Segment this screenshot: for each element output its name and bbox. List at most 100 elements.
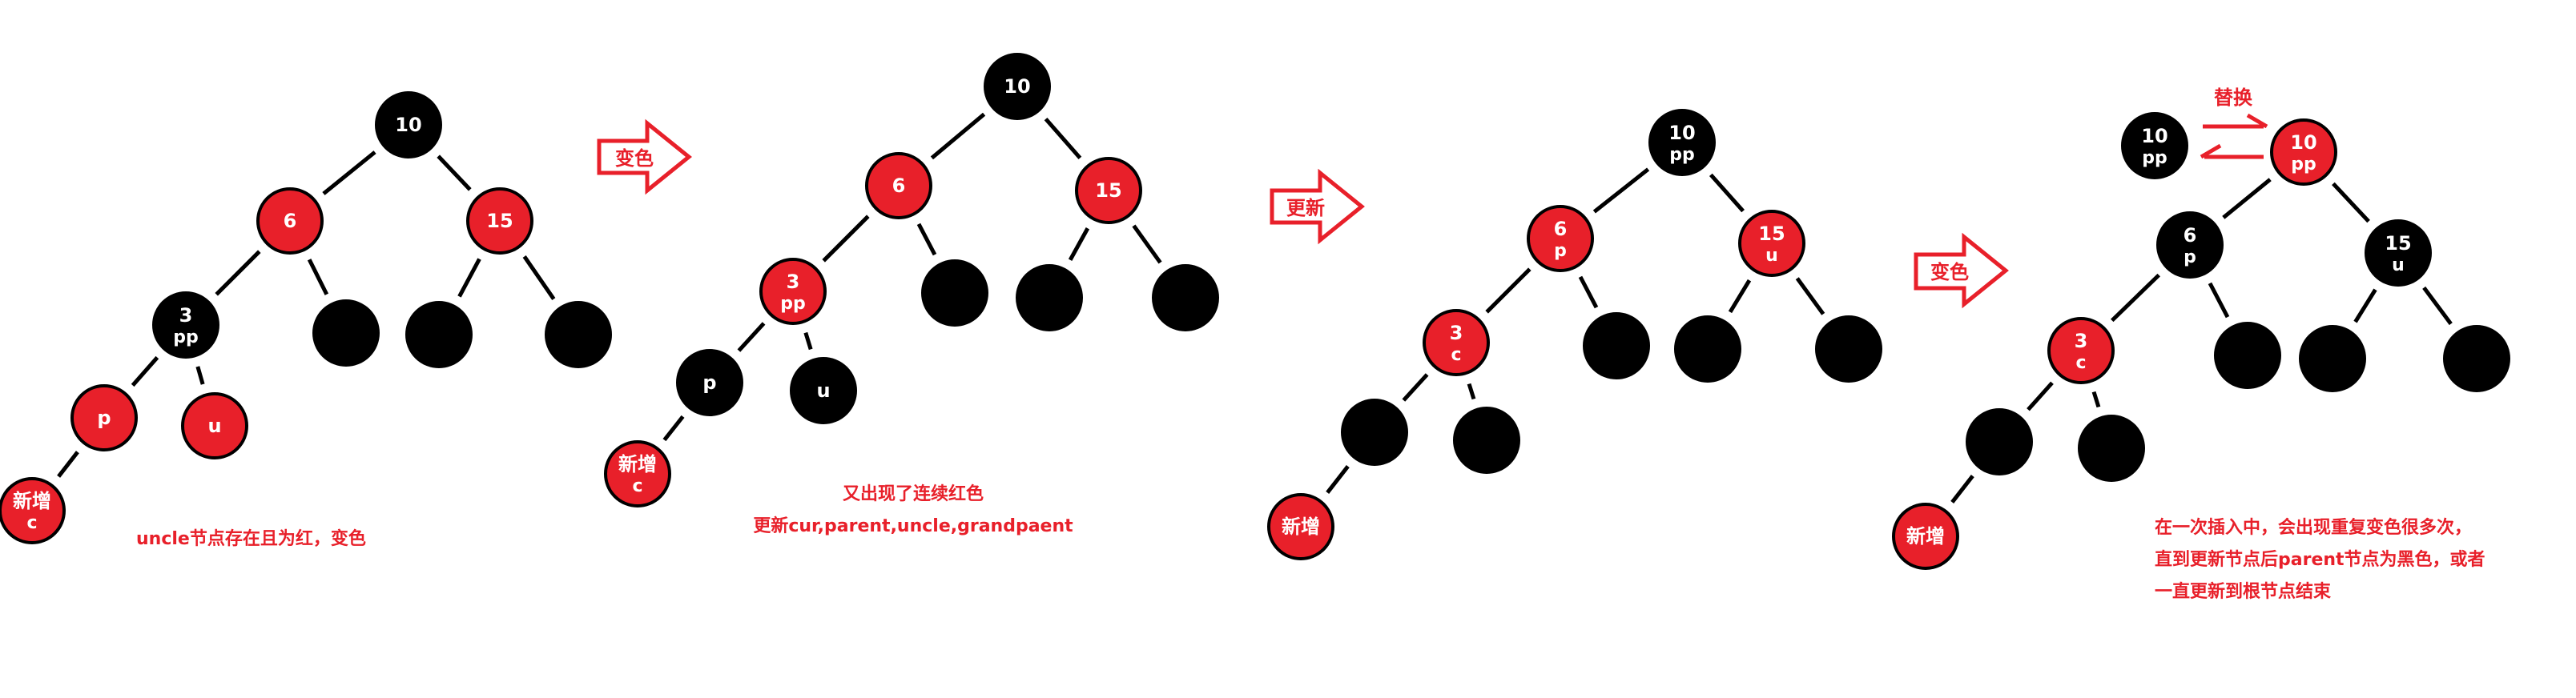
node-circle — [1738, 210, 1805, 277]
node-circle — [790, 357, 857, 424]
node-circle — [2121, 112, 2188, 179]
tree-node-n3: 3c — [1423, 309, 1490, 376]
caption-step2-line1: 又出现了连续红色 — [843, 483, 984, 504]
tree-node-b1 — [312, 299, 380, 367]
node-sublabel: u — [2392, 255, 2405, 275]
tree-node-n6: 6 — [865, 152, 932, 219]
tree-edge — [2208, 282, 2230, 319]
tree-edge — [1485, 267, 1532, 314]
node-sublabel: p — [2184, 247, 2196, 267]
tree-node-new: 新增 — [1267, 493, 1334, 560]
tree-node-new: 新增c — [0, 477, 66, 544]
tree-edge — [2353, 288, 2377, 323]
tree-node-b2 — [1674, 315, 1741, 383]
tree-edge — [1402, 373, 1429, 402]
tree-edge — [1132, 224, 1162, 264]
node-sublabel: pp — [173, 327, 199, 347]
node-label: u — [207, 415, 221, 437]
tree-edge — [737, 322, 766, 352]
tree-node-n6: 6p — [1527, 205, 1594, 272]
node-circle — [1267, 493, 1334, 560]
tree-node-n15: 15 — [1075, 157, 1142, 224]
node-circle — [1341, 399, 1408, 466]
tree-node-new: 新增 — [1892, 503, 1959, 570]
node-circle — [256, 187, 324, 255]
tree-edge — [1467, 383, 1476, 400]
node-circle — [2299, 325, 2366, 392]
node-sublabel: c — [632, 476, 642, 496]
node-label: 15 — [1095, 179, 1121, 202]
node-label: p — [97, 407, 111, 429]
tree-node-b1 — [921, 259, 988, 327]
node-circle — [405, 301, 473, 368]
tree-node-n10: 10 — [984, 53, 1051, 120]
node-circle — [1583, 312, 1650, 379]
node-circle — [181, 392, 248, 459]
node-circle — [1423, 309, 1490, 376]
node-circle — [1453, 407, 1520, 474]
tree-node-n3: 3pp — [759, 258, 827, 325]
node-label: 新增 — [1906, 525, 1945, 548]
node-sublabel: pp — [1669, 145, 1695, 165]
tree-edge — [215, 250, 261, 296]
tree-edge — [1728, 279, 1752, 314]
node-sublabel: pp — [780, 294, 806, 314]
node-circle — [921, 259, 988, 327]
tree-edge — [2332, 182, 2370, 223]
tree-edge — [57, 451, 79, 478]
node-label: 15 — [486, 210, 513, 232]
tree-edge — [822, 215, 870, 263]
node-circle — [70, 384, 138, 451]
caption-step4-line3: 一直更新到根节点结束 — [2155, 581, 2332, 602]
tree-edge — [930, 112, 986, 160]
node-sublabel: p — [1554, 241, 1567, 261]
node-circle — [1815, 315, 1882, 383]
node-circle — [1648, 109, 1716, 176]
node-label: 6 — [2184, 224, 2197, 247]
tree-node-u — [2078, 415, 2145, 482]
tree-node-b3 — [2443, 325, 2510, 392]
tree-node-n3: 3c — [2047, 317, 2115, 384]
swap-label: 替换 — [2214, 86, 2253, 109]
node-circle — [1075, 157, 1142, 224]
tree-edge — [2027, 381, 2054, 411]
tree-node-n15: 15u — [2365, 219, 2432, 287]
node-circle — [152, 291, 219, 359]
node-label: 10 — [395, 114, 421, 136]
tree-node-u: u — [181, 392, 248, 459]
tree-edge — [916, 223, 937, 256]
node-label: 10 — [2290, 131, 2316, 154]
arrow-recolor-2: 变色 — [1914, 232, 2009, 309]
tree-node-u: u — [790, 357, 857, 424]
node-circle — [1892, 503, 1959, 570]
tree-edge — [1950, 475, 1974, 503]
tree-edge — [2111, 273, 2160, 323]
tree-node-b1 — [2214, 322, 2281, 389]
node-circle — [1966, 408, 2033, 475]
node-label: 3 — [179, 304, 193, 327]
tree-node-p — [1341, 399, 1408, 466]
node-label: 3 — [787, 271, 800, 293]
tree-node-p: p — [70, 384, 138, 451]
node-circle — [375, 91, 442, 158]
tree-edge — [2222, 178, 2272, 219]
tree-node-n15: 15 — [466, 187, 533, 255]
node-circle — [676, 349, 743, 416]
tree-node-p — [1966, 408, 2033, 475]
node-circle — [466, 187, 533, 255]
node-circle — [1674, 315, 1741, 383]
node-sublabel: pp — [2291, 154, 2316, 174]
node-circle — [1527, 205, 1594, 272]
arrow-recolor-1-label: 变色 — [615, 147, 654, 170]
node-sublabel: c — [26, 513, 37, 533]
tree-edge — [2091, 391, 2101, 408]
node-label: 6 — [892, 174, 906, 197]
tree-node-b2 — [2299, 325, 2366, 392]
